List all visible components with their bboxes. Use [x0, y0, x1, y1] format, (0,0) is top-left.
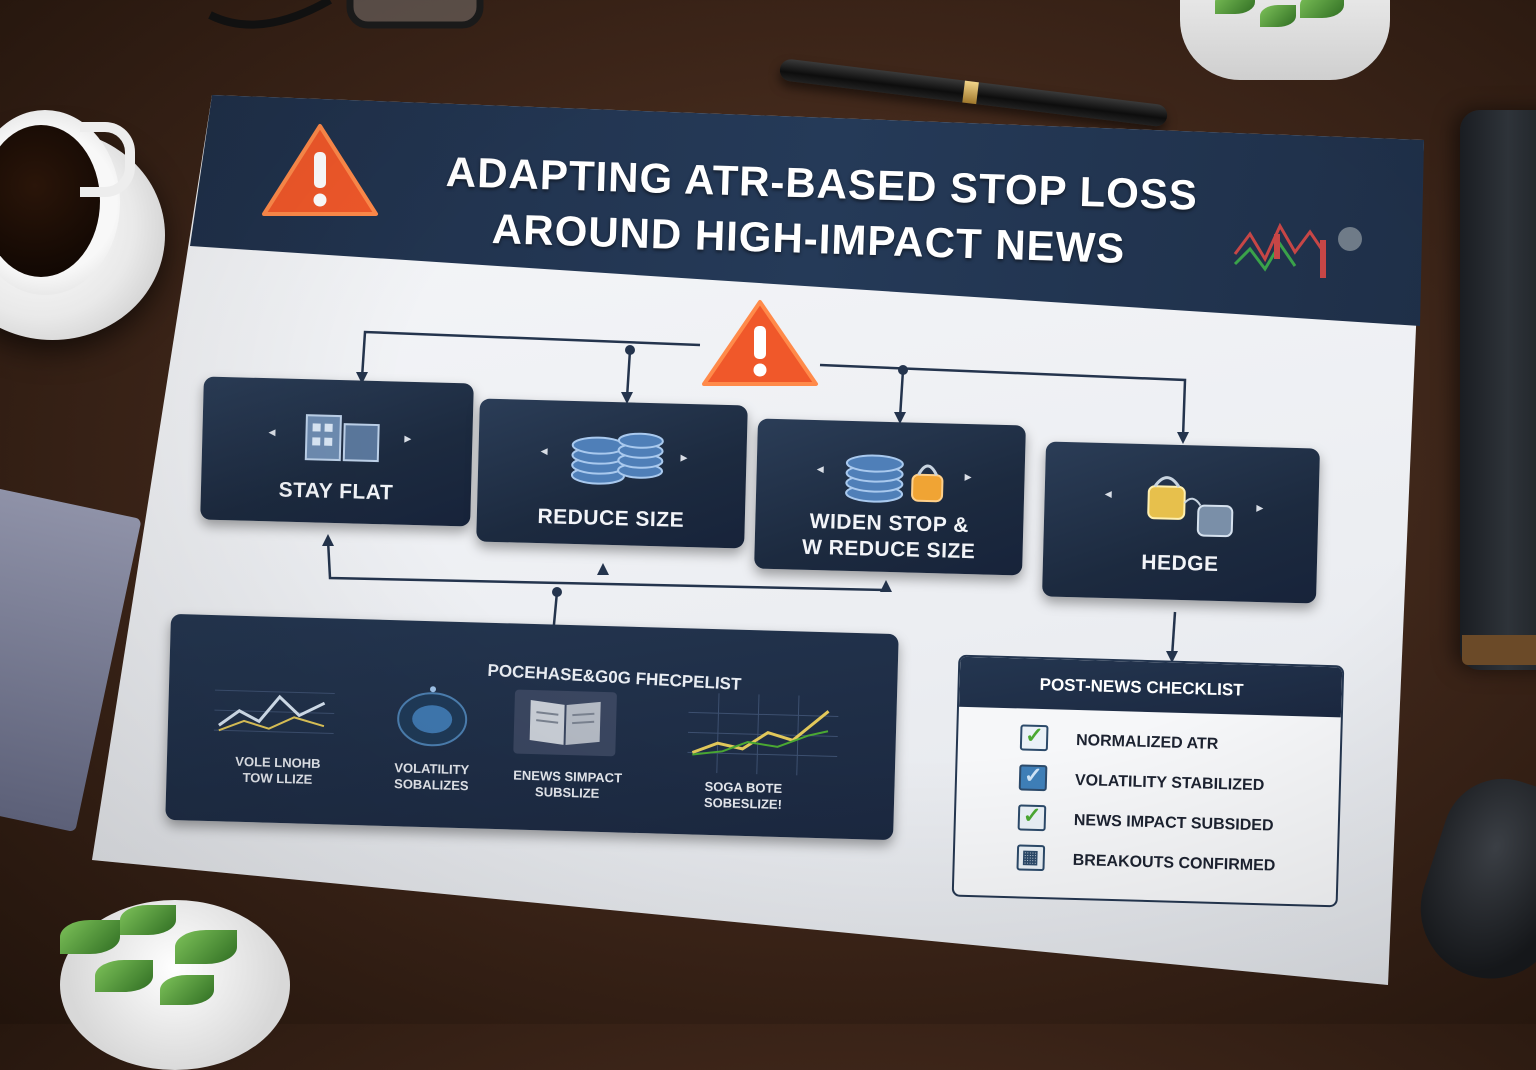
option-reduce-size: ◂▸ REDUCE SIZE — [476, 398, 748, 549]
pre-news-checklist: POCEHASE&G0G FHECPELIST VOLE LNOHB TOW L… — [165, 613, 899, 841]
warning-icon — [702, 300, 818, 386]
pre-item-label: SOBESLIZE! — [703, 794, 783, 813]
option-hedge: ◂▸ HEDGE — [1042, 441, 1320, 604]
pre-item-label: TOW LLIZE — [242, 769, 313, 787]
option-label: STAY FLAT — [278, 478, 394, 505]
line-chart-icon — [213, 689, 335, 734]
post-news-checklist: POST-NEWS CHECKLIST ✓ NORMALIZED ATR ✓ V… — [951, 654, 1345, 908]
open-book-icon — [513, 689, 617, 757]
option-widen-stop: ◂▸ WIDEN STOP & W REDUCE SIZE — [754, 418, 1026, 576]
cup-handle — [80, 122, 135, 197]
warning-icon — [262, 124, 378, 216]
post-item-label: NORMALIZED ATR — [1075, 731, 1219, 753]
post-item-label: NEWS IMPACT SUBSIDED — [1073, 811, 1274, 835]
checkbox-checked: ✓ — [1018, 763, 1048, 792]
coin-stack-icon — [570, 432, 664, 485]
building-icon — [304, 414, 380, 463]
checkbox-checked: ✓ — [1017, 803, 1047, 832]
eyeglasses — [200, 0, 520, 40]
post-item-label: VOLATILITY STABILIZED — [1074, 771, 1265, 795]
option-label: W REDUCE SIZE — [801, 535, 976, 564]
option-label: HEDGE — [1141, 550, 1219, 576]
option-stay-flat: ◂▸ STAY FLAT — [200, 376, 474, 527]
checkbox-checked: ✓ — [1019, 723, 1049, 752]
post-item-label: BREAKOUTS CONFIRMED — [1072, 851, 1276, 875]
pre-item-label: SOBALIZES — [393, 776, 469, 794]
option-label: REDUCE SIZE — [537, 505, 685, 532]
candlestick-chart-icon — [1233, 222, 1362, 278]
pre-item-label: SUBSLIZE — [534, 784, 600, 801]
binder-edge — [1462, 635, 1536, 665]
rising-chart-icon — [687, 693, 839, 776]
flow-connectors — [322, 330, 1189, 663]
checkbox-grid-icon: ▦ — [1016, 844, 1046, 872]
binder — [1460, 110, 1536, 670]
globe-icon — [397, 686, 468, 747]
coins-lock-icon — [845, 454, 944, 503]
lock-pair-icon — [1147, 476, 1234, 538]
